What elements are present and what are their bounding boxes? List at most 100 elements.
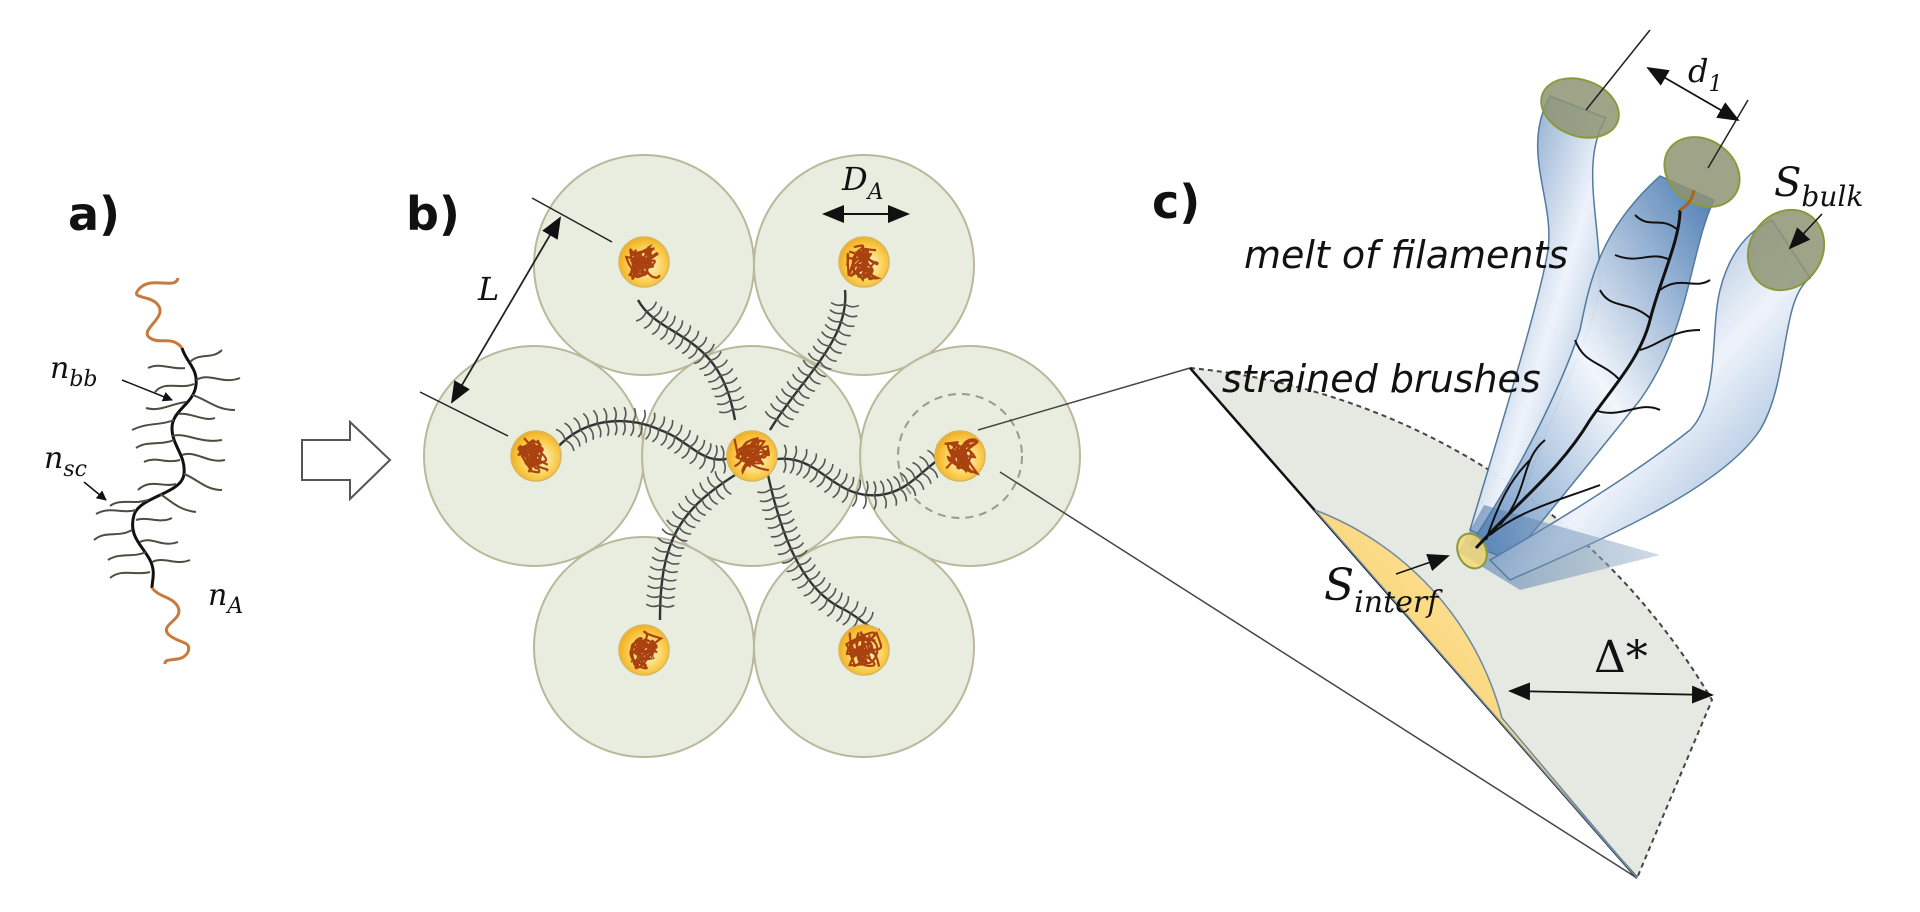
core-coil (848, 247, 882, 280)
core-coil (743, 444, 765, 466)
side-chain (674, 320, 684, 334)
side-chain (824, 353, 837, 363)
core-coil (951, 438, 980, 466)
side-chain (928, 466, 939, 479)
svg-text:nbb: nbb (50, 351, 98, 392)
side-chain (824, 323, 839, 331)
side-chain (697, 336, 708, 349)
side-chain (814, 577, 826, 588)
side-chain (674, 534, 688, 542)
side-chain (720, 445, 725, 460)
side-chain (688, 511, 701, 523)
tail-in-cap (1679, 189, 1696, 212)
side-chain (921, 472, 932, 484)
side-chain (774, 539, 788, 547)
side-chain (907, 483, 917, 497)
side-chain (912, 461, 923, 474)
side-chain (782, 458, 787, 474)
side-chain (613, 420, 618, 436)
side-chain (649, 412, 656, 427)
side-chain (864, 611, 874, 625)
side-chain (864, 480, 869, 496)
svg-text:Sbulk: Sbulk (1774, 160, 1863, 213)
side-chain (667, 436, 676, 450)
side-chain (663, 568, 678, 574)
side-chain (824, 463, 834, 477)
side-chain (640, 409, 646, 425)
side-chain (780, 388, 794, 398)
side-chain (684, 495, 696, 507)
side-chain (652, 306, 663, 319)
side-chain (775, 501, 790, 508)
side-chain (596, 423, 602, 438)
side-chain (667, 315, 676, 329)
side-chain (681, 446, 691, 459)
side-chain (818, 598, 828, 611)
side-chain (671, 510, 685, 521)
side-chain (710, 351, 722, 362)
side-chain (698, 456, 706, 470)
side-chain (831, 469, 841, 482)
side-chain (660, 586, 676, 591)
side-chain (651, 556, 666, 562)
side-chain (732, 405, 747, 411)
L-label: L (477, 270, 499, 308)
side-chain (721, 459, 727, 474)
svg-text:nA: nA (208, 578, 243, 619)
side-chain (665, 559, 680, 565)
side-chain (797, 579, 810, 589)
panel-b: b) (406, 154, 1638, 879)
DA-main: D (841, 160, 868, 198)
d1-sub: 1 (1708, 72, 1722, 97)
side-chain (681, 429, 691, 443)
side-chain (802, 359, 815, 370)
d1-extension-left (1585, 29, 1651, 111)
panel-c-label: c) (1152, 175, 1200, 229)
side-chain (794, 549, 808, 558)
n-a-main: n (208, 578, 227, 613)
side-chain (654, 546, 669, 553)
side-chain (673, 441, 684, 454)
delta-dimension-arrow (1508, 682, 1714, 704)
side-chain (839, 473, 848, 487)
core-coil (947, 448, 977, 474)
side-chain (770, 484, 786, 491)
side-chain (812, 345, 826, 355)
strained-brushes-label: strained brushes (1222, 357, 1541, 401)
side-chain (683, 518, 696, 529)
side-chain (823, 480, 833, 493)
side-chain (710, 458, 716, 474)
core-coils (517, 243, 981, 671)
side-chain (703, 343, 715, 355)
s-bulk-sub: bulk (1801, 180, 1863, 213)
svg-text:DA: DA (841, 160, 884, 205)
zoom-line-top (977, 367, 1191, 431)
side-chain (764, 514, 779, 521)
side-chain (661, 577, 677, 582)
side-chain (718, 408, 734, 414)
side-chain (651, 322, 661, 336)
side-chain (571, 434, 581, 447)
s-bulk-pointer (1788, 213, 1823, 250)
core-coil (629, 247, 655, 277)
side-chain (809, 470, 819, 483)
core-interface-region (1314, 509, 1638, 879)
svg-text:d1: d1 (1688, 52, 1722, 97)
backbone (131, 347, 198, 589)
filament-stem (1458, 505, 1660, 590)
zoom-line-bottom (999, 471, 1638, 879)
side-chain (622, 420, 626, 436)
side-chain (830, 301, 846, 307)
side-chain (813, 367, 827, 378)
side-chain (829, 345, 842, 354)
side-chain (834, 592, 843, 606)
side-chain (670, 542, 685, 550)
side-chain (715, 359, 728, 369)
L-extension-bottom (419, 391, 509, 437)
side-chain (708, 493, 719, 506)
panel-a: a) (44, 187, 243, 665)
side-chain (775, 395, 788, 405)
wedge-outer-arc (1189, 367, 1714, 879)
side-chain (843, 312, 858, 318)
side-chain (678, 502, 690, 514)
